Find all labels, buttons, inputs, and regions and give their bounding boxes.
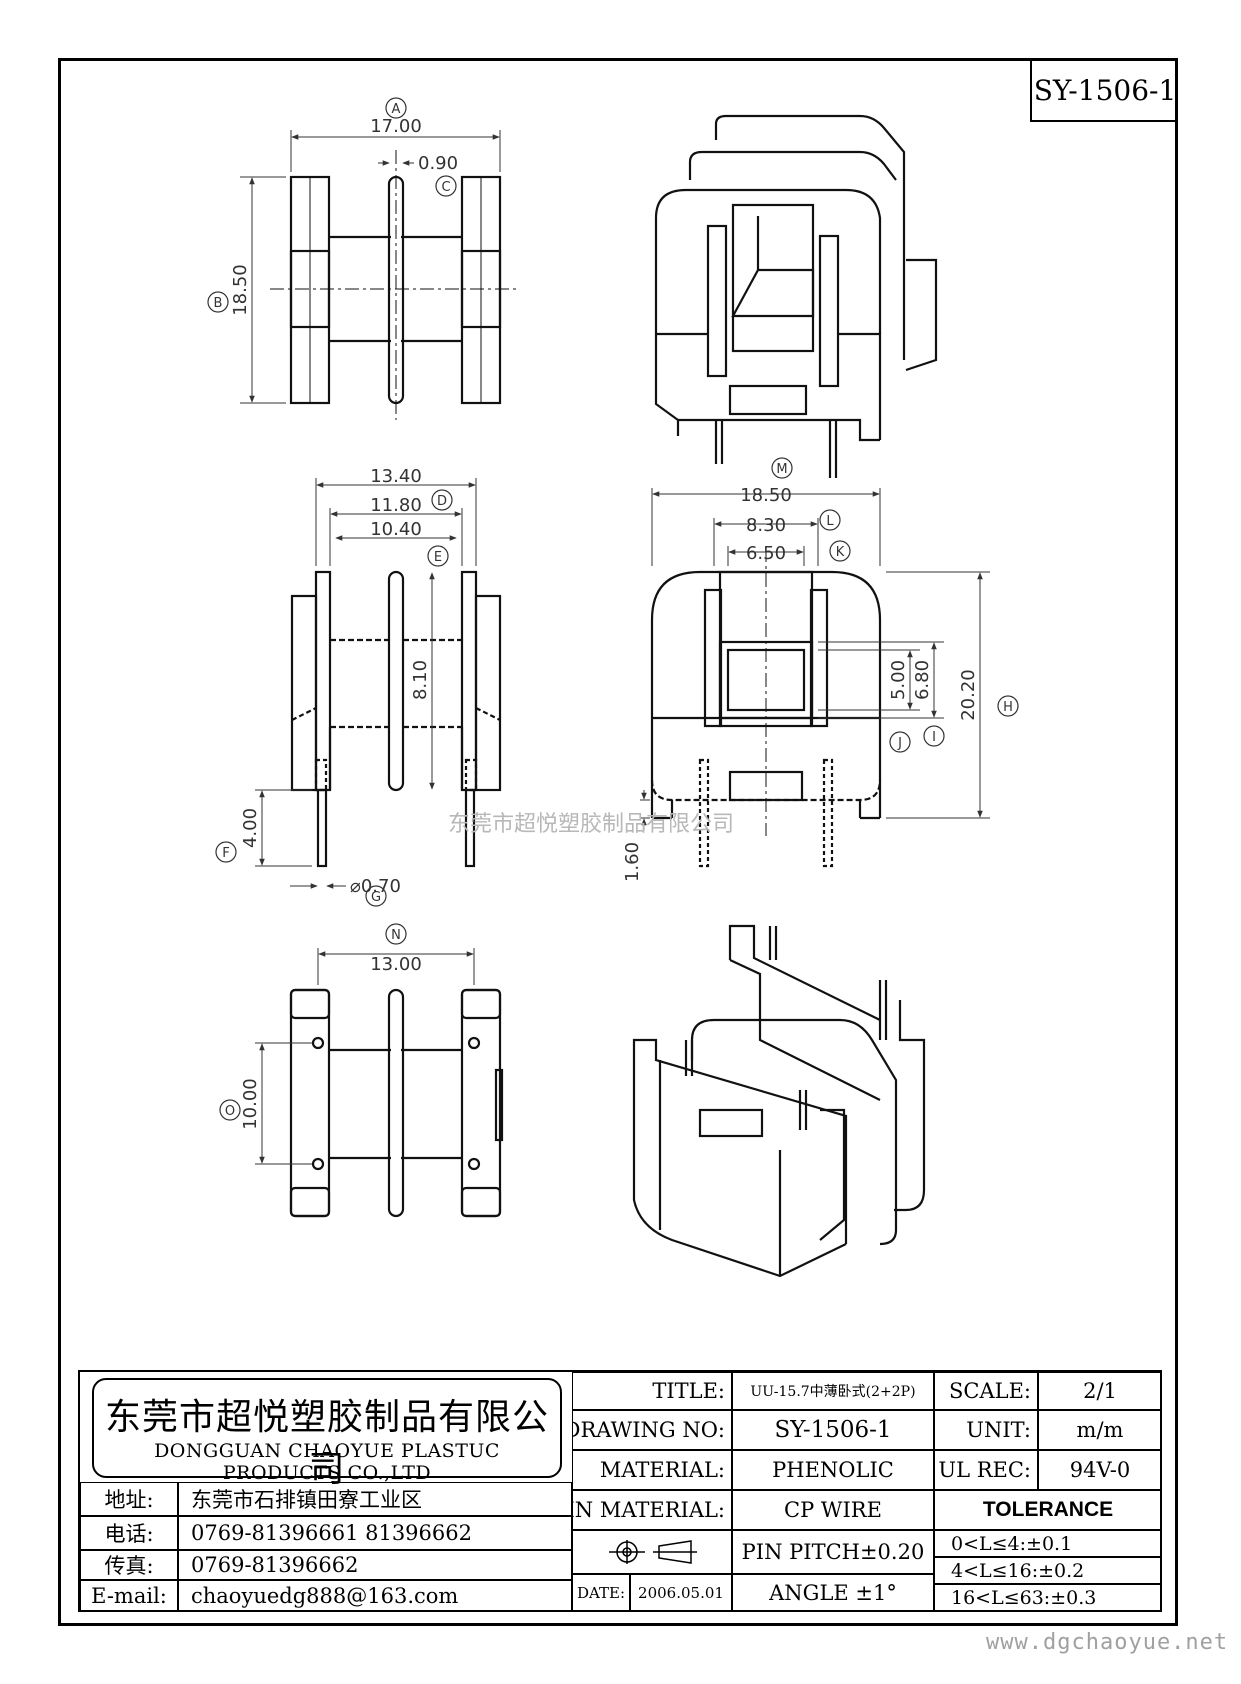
side-view-left-pin <box>316 788 328 868</box>
isometric-view-rear <box>632 924 926 1278</box>
projection-symbol <box>572 1530 732 1574</box>
callout-l: L <box>826 514 834 529</box>
dim-front-window-outer: 8.30 <box>746 515 786 536</box>
date-value: 2006.05.01 <box>630 1574 732 1612</box>
side-view-left-flange <box>314 570 332 792</box>
pin-material-value: CP WIRE <box>732 1490 934 1530</box>
tolerance-row-3: 16<L≤63:±0.3 <box>934 1584 1162 1612</box>
fax-label: 传真: <box>80 1550 178 1580</box>
dim-side-w3: 10.40 <box>370 519 422 540</box>
callout-d: D <box>437 494 447 509</box>
scale-value: 2/1 <box>1038 1372 1162 1410</box>
drawing-number-box: SY-1506-1 <box>1030 60 1178 122</box>
dim-front-window-height-2: 6.80 <box>912 660 933 700</box>
tolerance-row-1: 0<L≤4:±0.1 <box>934 1530 1162 1557</box>
material-value: PHENOLIC <box>732 1450 934 1490</box>
title-value: UU-15.7中薄卧式(2+2P) <box>732 1372 934 1410</box>
isometric-view-front <box>654 114 938 478</box>
ul-rec-value: 94V-0 <box>1038 1450 1162 1490</box>
dim-side-inner-height: 8.10 <box>410 660 431 700</box>
callout-c: C <box>441 180 450 195</box>
company-name-en: DONGGUAN CHAOYUE PLASTUC PRODUCTS CO.,LT… <box>154 1440 500 1484</box>
dim-top-thickness: 0.90 <box>418 153 458 174</box>
callout-f: F <box>222 846 229 861</box>
dim-front-width: 18.50 <box>740 485 792 506</box>
callout-k: K <box>836 545 845 560</box>
unit-label: UNIT: <box>934 1410 1038 1450</box>
date-label: DATE: <box>572 1574 630 1612</box>
callout-b: B <box>214 296 223 311</box>
side-view-right-pin <box>464 788 476 868</box>
material-label: MATERIAL: <box>572 1450 732 1490</box>
callout-m: M <box>776 462 787 477</box>
angle-tolerance: ANGLE ±1° <box>732 1574 934 1612</box>
address-value: 东莞市石排镇田寮工业区 <box>178 1482 572 1516</box>
front-view <box>650 548 882 868</box>
fax-value: 0769-81396662 <box>178 1550 572 1580</box>
callout-g: G <box>371 890 381 905</box>
title-block: 东莞市超悦塑胶制品有限公司 DONGGUAN CHAOYUE PLASTUC P… <box>78 1370 1162 1612</box>
company-name-cn: 东莞市超悦塑胶制品有限公司 <box>104 1397 549 1490</box>
pin-material-label: PIN MATERIAL: <box>572 1490 732 1530</box>
phone-value: 0769-81396661 81396662 <box>178 1516 572 1550</box>
dim-bottom-width: 13.00 <box>370 954 422 975</box>
callout-n: N <box>391 928 401 943</box>
third-angle-projection-icon <box>609 1540 697 1564</box>
dim-top-width: 17.00 <box>370 116 422 137</box>
tolerance-label: TOLERANCE <box>934 1490 1162 1530</box>
company-logo-box: 东莞市超悦塑胶制品有限公司 DONGGUAN CHAOYUE PLASTUC P… <box>92 1378 562 1490</box>
dim-front-standoff: 1.60 <box>622 842 643 882</box>
email-value: chaoyuedg888@163.com <box>178 1580 572 1612</box>
scale-label: SCALE: <box>934 1372 1038 1410</box>
unit-value: m/m <box>1038 1410 1162 1450</box>
callout-j: J <box>897 736 902 751</box>
dim-front-height: 20.20 <box>958 669 979 721</box>
dim-front-window-inner: 6.50 <box>746 543 786 564</box>
address-label: 地址: <box>80 1482 178 1516</box>
website-footer: www.dgchaoyue.net <box>986 1630 1229 1655</box>
title-label: TITLE: <box>572 1372 732 1410</box>
top-view <box>270 150 520 420</box>
iso-front-outline <box>654 188 882 334</box>
email-label: E-mail: <box>80 1580 178 1612</box>
dim-side-w1: 13.40 <box>370 466 422 487</box>
callout-a: A <box>392 102 401 117</box>
watermark-text: 东莞市超悦塑胶制品有限公司 <box>448 812 735 837</box>
callout-o: O <box>225 1104 235 1119</box>
ul-rec-label: UL REC: <box>934 1450 1038 1490</box>
tolerance-row-2: 4<L≤16:±0.2 <box>934 1557 1162 1584</box>
callout-h: H <box>1003 700 1013 715</box>
pin-pitch-tolerance: PIN PITCH±0.20 <box>732 1530 934 1574</box>
phone-label: 电话: <box>80 1516 178 1550</box>
dim-side-pin-length: 4.00 <box>240 808 261 848</box>
callout-e: E <box>434 550 442 565</box>
callout-i: I <box>932 730 936 745</box>
dim-front-window-height-1: 5.00 <box>888 660 909 700</box>
dim-top-height: 18.50 <box>230 264 251 316</box>
dim-side-w2: 11.80 <box>370 495 422 516</box>
drawing-frame <box>58 58 1178 1626</box>
drawing-no-label: DRAWING NO: <box>572 1410 732 1450</box>
bottom-view <box>289 988 504 1218</box>
dim-bottom-pin-pitch: 10.00 <box>240 1078 261 1130</box>
drawing-no-value: SY-1506-1 <box>732 1410 934 1450</box>
